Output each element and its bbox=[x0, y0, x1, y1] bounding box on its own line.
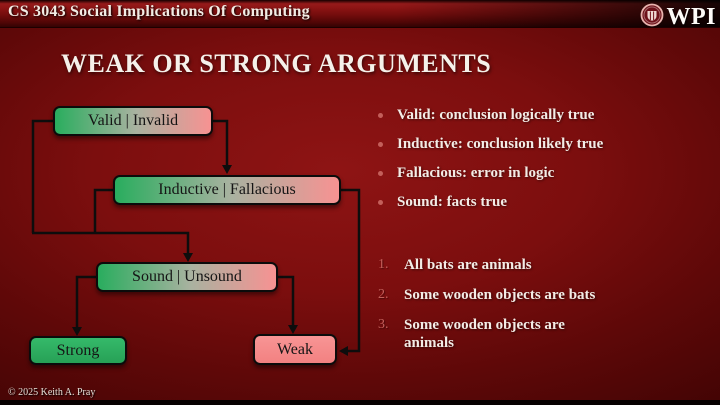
wpi-logo: WPI bbox=[640, 3, 717, 32]
list-item: Fallacious: error in logic bbox=[378, 164, 678, 182]
flowchart-node-valid-invalid: Valid | Invalid bbox=[53, 106, 213, 136]
item-text: Some wooden objects are bats bbox=[404, 287, 596, 303]
item-number: 1. bbox=[378, 257, 389, 272]
item-number: 2. bbox=[378, 287, 389, 302]
bottom-border-bar bbox=[0, 400, 720, 405]
bullet-text: Sound: facts true bbox=[397, 194, 508, 210]
node-label: Weak bbox=[276, 340, 314, 358]
example-syllogism-list: 1. All bats are animals 2. Some wooden o… bbox=[378, 256, 638, 364]
course-title: CS 3043 Social Implications Of Computing bbox=[8, 3, 310, 20]
node-label: Inductive | Fallacious bbox=[158, 181, 296, 198]
definition-list: Valid: conclusion logically true Inducti… bbox=[378, 106, 678, 222]
list-item: Valid: conclusion logically true bbox=[378, 106, 678, 124]
list-item: Inductive: conclusion likely true bbox=[378, 135, 678, 153]
item-text: All bats are animals bbox=[404, 257, 532, 273]
bullet-text: Fallacious: error in logic bbox=[397, 165, 555, 181]
flowchart-node-sound-unsound: Sound | Unsound bbox=[96, 262, 278, 292]
bullet-icon bbox=[378, 142, 383, 147]
wpi-seal-icon bbox=[640, 3, 664, 32]
node-label: Valid | Invalid bbox=[87, 112, 179, 129]
bullet-icon bbox=[378, 171, 383, 176]
flowchart-node-strong: Strong bbox=[29, 336, 127, 365]
page-title: WEAK OR STRONG ARGUMENTS bbox=[61, 49, 492, 78]
wpi-logo-text: WPI bbox=[666, 4, 716, 30]
bullet-icon bbox=[378, 200, 383, 205]
node-label: Sound | Unsound bbox=[132, 268, 242, 285]
item-number: 3. bbox=[378, 317, 389, 332]
flowchart-node-weak: Weak bbox=[253, 334, 337, 365]
list-item: 2. Some wooden objects are bats bbox=[378, 286, 638, 304]
copyright-text: © 2025 Keith A. Pray bbox=[8, 387, 96, 398]
list-item: 1. All bats are animals bbox=[378, 256, 638, 274]
list-item: 3. Some wooden objects are animals bbox=[378, 316, 638, 352]
bullet-icon bbox=[378, 113, 383, 118]
node-label: Strong bbox=[56, 341, 100, 359]
header-bar bbox=[0, 0, 720, 28]
flowchart-node-inductive-fallacious: Inductive | Fallacious bbox=[113, 175, 341, 205]
bullet-text: Valid: conclusion logically true bbox=[397, 107, 595, 123]
list-item: Sound: facts true bbox=[378, 193, 678, 211]
bullet-text: Inductive: conclusion likely true bbox=[397, 136, 604, 152]
item-text: Some wooden objects are animals bbox=[404, 317, 565, 351]
